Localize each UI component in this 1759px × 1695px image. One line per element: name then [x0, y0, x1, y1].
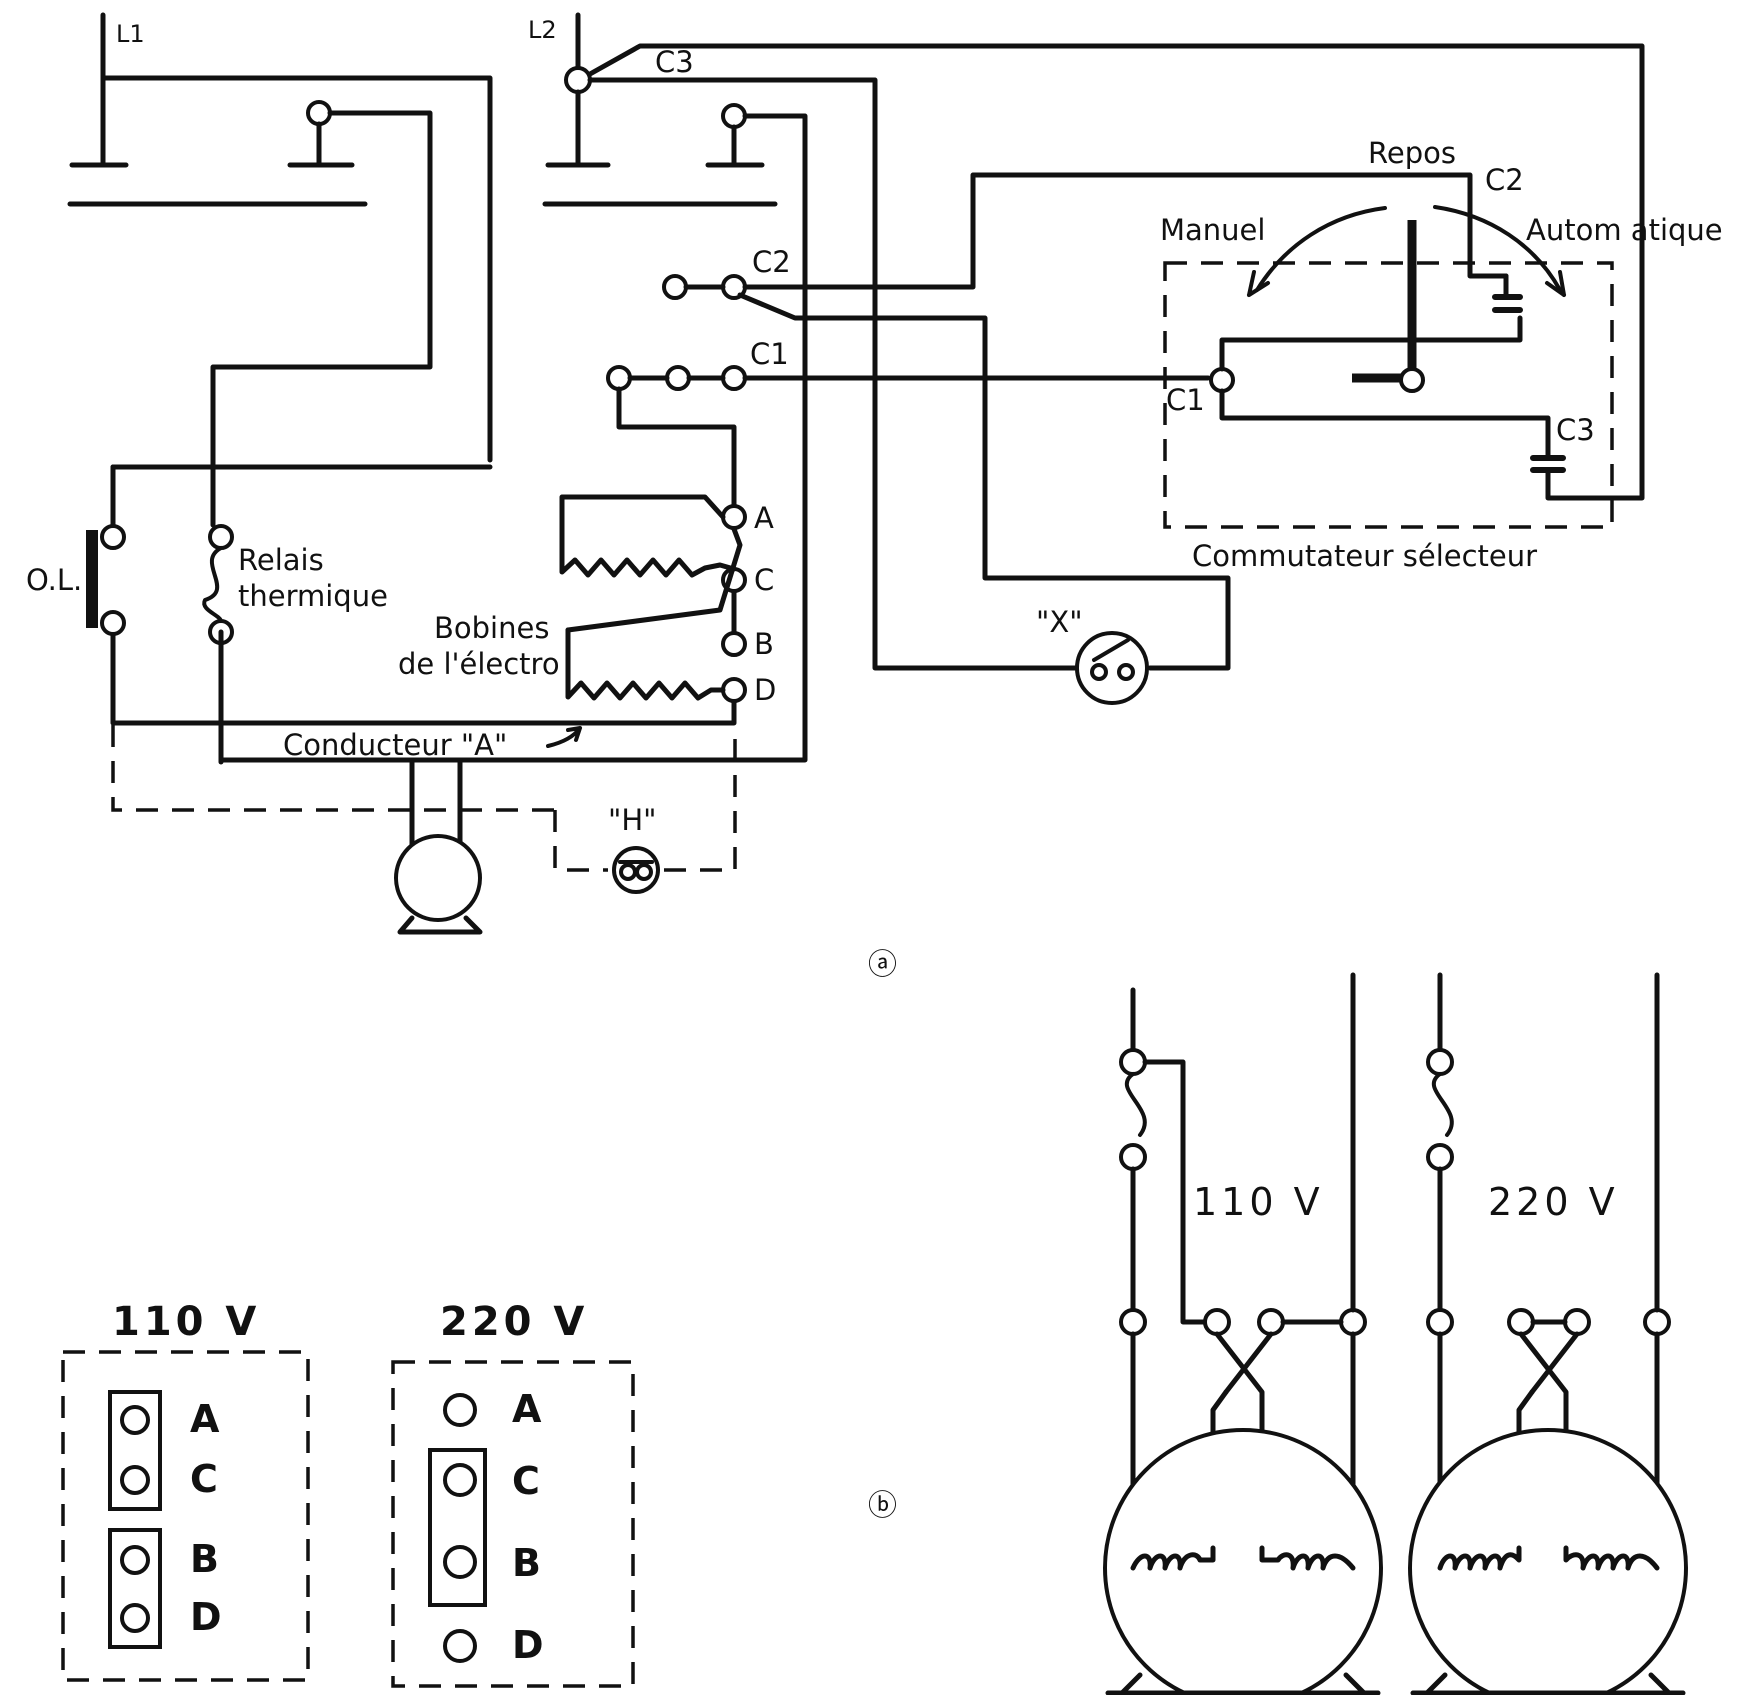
label-selector-title: Commutateur sélecteur — [1192, 539, 1537, 573]
conductor-arrow — [546, 726, 582, 748]
thermal-relay — [202, 524, 234, 765]
label-220-a: A — [512, 1387, 542, 1431]
terminal-block-220v: 220 V A C B D — [391, 1299, 635, 1688]
label-heater: "H" — [608, 803, 656, 837]
overload-relay — [86, 464, 493, 636]
label-110-b: B — [190, 1537, 219, 1581]
label-manual: Manuel — [1160, 213, 1265, 247]
diagram-a: L1 L2 C3 C2 C1 O.L. Relais thermique Bob… — [26, 12, 1723, 981]
heater-h — [111, 725, 737, 894]
motor-110v: 110 V — [1103, 972, 1383, 1695]
label-110-c: C — [190, 1457, 218, 1501]
label-conductor-a: Conducteur "A" — [283, 728, 507, 762]
label-110-d: D — [190, 1595, 222, 1639]
contact-c1 — [606, 365, 1211, 508]
label-c1: C1 — [750, 337, 789, 371]
label-thermal-relay-1: Relais — [238, 543, 324, 577]
label-selector-c3: C3 — [1556, 413, 1595, 447]
label-motor-220v: 220 V — [1488, 1180, 1619, 1224]
label-block-220v: 220 V — [440, 1299, 588, 1345]
figure-label-a: ⓐ — [868, 947, 897, 981]
label-110-a: A — [190, 1397, 220, 1441]
label-terminal-a: A — [754, 501, 774, 535]
figure-label-b: ⓑ — [868, 1488, 897, 1522]
label-block-110v: 110 V — [112, 1299, 260, 1345]
diagram-a-labels: L1 L2 C3 C2 C1 O.L. Relais thermique Bob… — [26, 16, 1723, 981]
label-l1: L1 — [116, 20, 145, 48]
label-terminal-c: C — [754, 563, 774, 597]
label-coils-2: de l'électro — [398, 647, 560, 681]
label-rest: Repos — [1368, 136, 1456, 170]
label-switch-x: "X" — [1036, 605, 1083, 639]
label-terminal-b: B — [754, 627, 774, 661]
label-220-b: B — [512, 1541, 541, 1585]
label-selector-c1: C1 — [1166, 383, 1205, 417]
compressor-motor — [394, 757, 483, 935]
diagram-b: 110 V A C B D 220 V A C B D ⓑ — [61, 972, 1688, 1695]
label-terminal-d: D — [754, 673, 776, 707]
label-l2: L2 — [528, 16, 557, 44]
selector-switch — [1163, 205, 1614, 529]
l1-contactor — [67, 12, 493, 528]
label-overload: O.L. — [26, 563, 82, 597]
label-220-d: D — [512, 1623, 544, 1667]
motor-220v: 220 V — [1408, 972, 1688, 1695]
electro-coils — [110, 494, 747, 726]
contact-c2 — [662, 172, 1509, 671]
label-thermal-relay-2: thermique — [238, 579, 388, 613]
label-motor-110v: 110 V — [1193, 1180, 1324, 1224]
terminal-block-110v: 110 V A C B D — [61, 1299, 310, 1682]
label-automatic: Autom atique — [1526, 213, 1723, 247]
label-220-c: C — [512, 1459, 540, 1503]
switch-x — [887, 631, 1149, 705]
label-c3: C3 — [655, 45, 694, 79]
label-selector-c2: C2 — [1485, 163, 1524, 197]
label-c2: C2 — [752, 245, 791, 279]
label-coils-1: Bobines — [434, 611, 549, 645]
